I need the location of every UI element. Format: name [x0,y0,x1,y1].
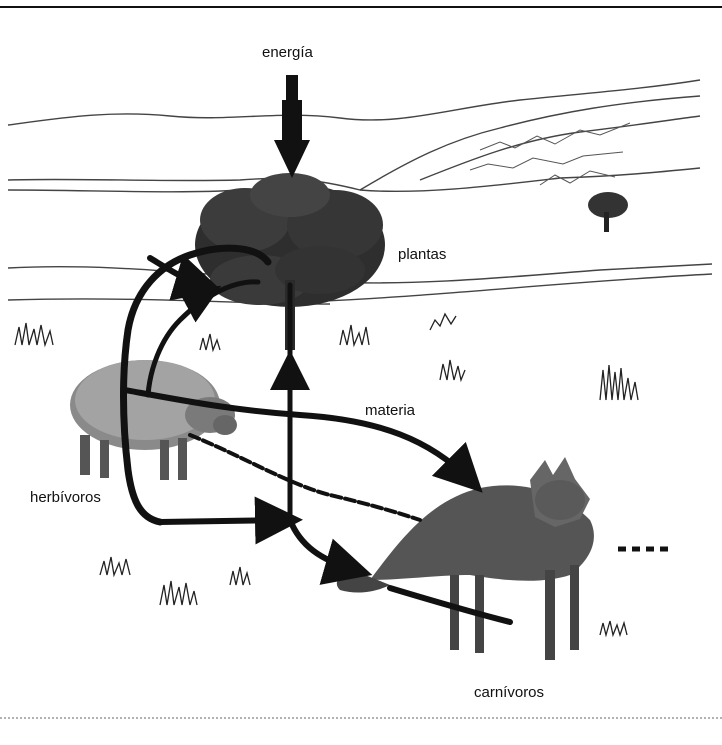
plants-label: plantas [398,246,446,263]
small-tree [588,192,628,232]
matter-label: materia [365,402,415,419]
energy-label: energía [262,44,313,61]
wolf [337,457,594,660]
herbivores-label: herbívoros [30,489,101,506]
carnivores-label: carnívoros [474,684,544,701]
energy-arrow [274,75,310,178]
sheep [70,360,237,480]
